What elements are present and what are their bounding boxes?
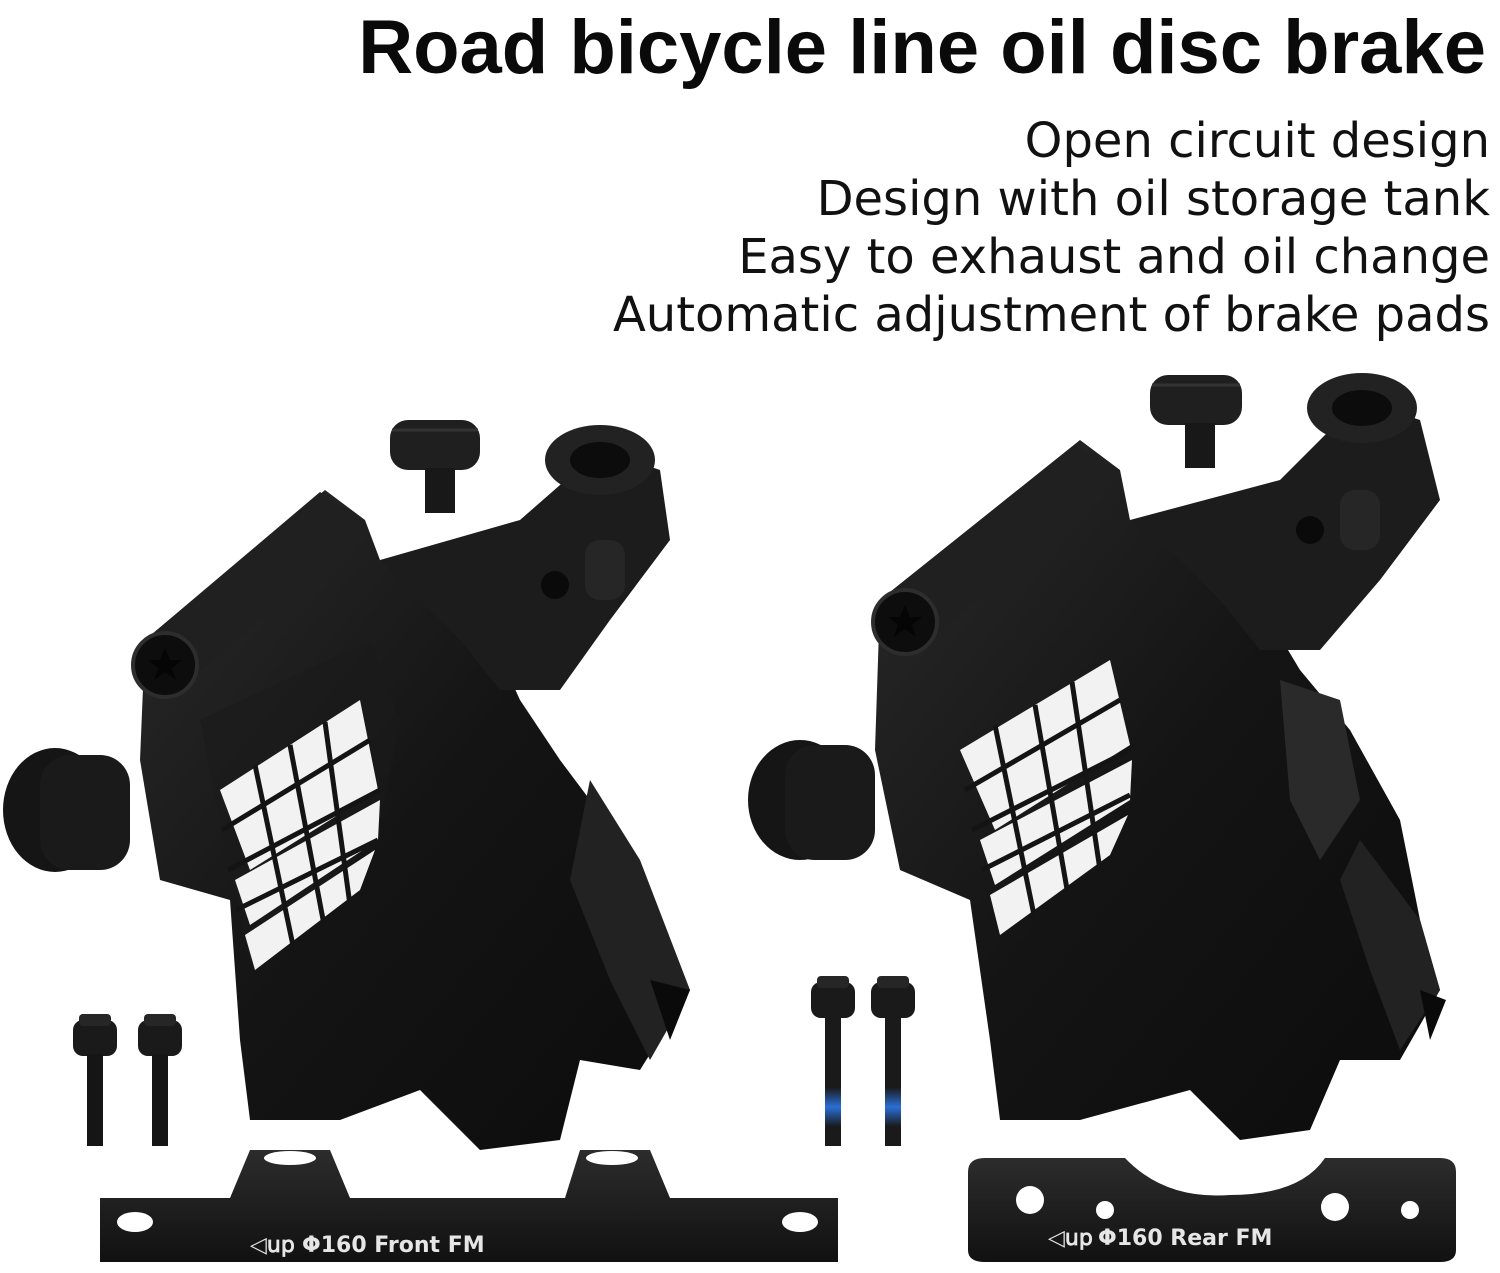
rear-adapter-plate: ◁𝗎𝗉 Φ160 Rear FM	[968, 1158, 1456, 1262]
front-caliper	[3, 420, 690, 1150]
rear-bolts	[811, 976, 915, 1146]
front-adapter-plate: ◁𝗎𝗉 Φ160 Front FM	[100, 1150, 838, 1262]
product-photo: ◁𝗎𝗉 Φ160 Front FM	[3, 373, 1456, 1262]
front-adapter-up-mark: ◁𝗎𝗉	[250, 1233, 295, 1258]
rear-adapter-label: Φ160 Rear FM	[1098, 1226, 1272, 1251]
feature-item: Automatic adjustment of brake pads	[612, 287, 1490, 343]
feature-list: Open circuit design Design with oil stor…	[613, 112, 1490, 344]
feature-item: Design with oil storage tank	[816, 171, 1490, 227]
rear-adapter-up-mark: ◁𝗎𝗉	[1048, 1226, 1093, 1251]
front-adapter-label: Φ160 Front FM	[302, 1233, 485, 1258]
feature-item: Easy to exhaust and oil change	[738, 229, 1490, 285]
page-title: Road bicycle line oil disc brake	[358, 5, 1486, 90]
front-bolts	[73, 1014, 182, 1146]
rear-caliper	[748, 373, 1446, 1140]
feature-item: Open circuit design	[1024, 113, 1490, 169]
